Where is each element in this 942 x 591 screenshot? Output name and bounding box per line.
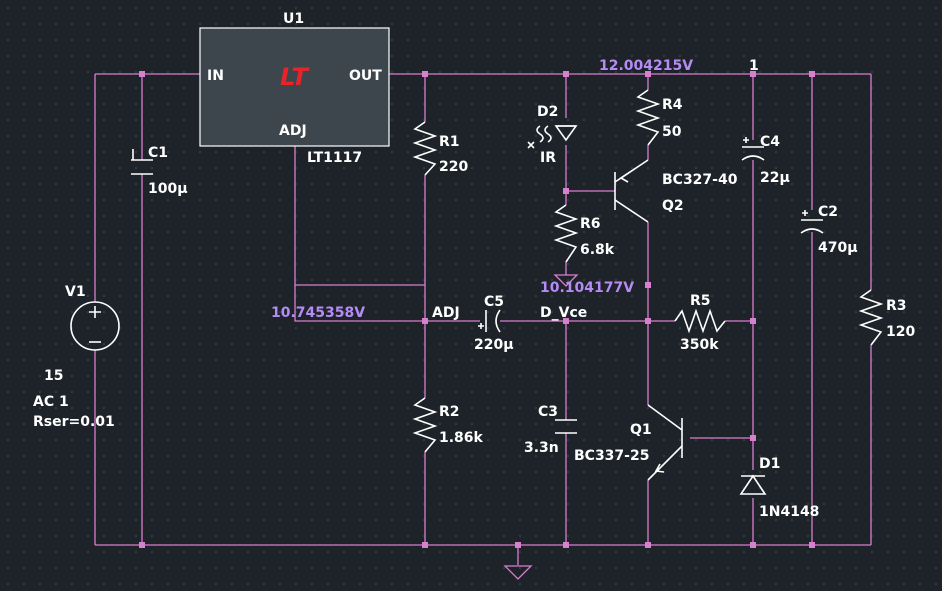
r3-value: 120 [886, 324, 915, 340]
r3-resistor[interactable]: R3 120 [858, 289, 915, 346]
u1-pin-in: IN [207, 68, 224, 84]
r6-ground-symbol [553, 274, 579, 287]
q2-transistor[interactable]: BC327-40 Q2 [614, 159, 738, 223]
u1-part: LT1117 [307, 150, 362, 166]
c5-ref: C5 [484, 294, 504, 310]
q1-value: BC337-25 [574, 448, 649, 464]
r4-value: 50 [662, 124, 682, 140]
d2-value: IR [540, 150, 556, 166]
c4-value: 22µ [760, 170, 790, 186]
u1-pin-out: OUT [349, 68, 382, 84]
c5-capacitor[interactable]: C5 220µ [474, 294, 514, 353]
c4-ref: C4 [760, 134, 780, 150]
net-label-adj: ADJ [432, 305, 460, 321]
r1-resistor[interactable]: R1 220 [412, 121, 468, 176]
wires [94, 73, 872, 565]
r1-ref: R1 [439, 134, 460, 150]
v1-ref: V1 [65, 284, 86, 300]
c2-capacitor[interactable]: C2 470µ [800, 204, 858, 256]
q2-value: BC327-40 [662, 172, 738, 188]
v1-voltage-source[interactable]: V1 15 AC 1 Rser=0.01 [33, 284, 120, 430]
r1-value: 220 [439, 159, 468, 175]
r6-value: 6.8k [580, 242, 615, 258]
q2-ref: Q2 [662, 198, 684, 214]
r2-ref: R2 [439, 404, 460, 420]
r6-resistor[interactable]: R6 6.8k [553, 204, 615, 263]
r5-resistor[interactable]: R5 350k [674, 293, 726, 353]
r5-value: 350k [680, 337, 719, 353]
r4-resistor[interactable]: R4 50 [635, 89, 683, 146]
r3-ref: R3 [886, 298, 907, 314]
net-label-1: 1 [749, 58, 759, 74]
c1-ref: C1 [148, 145, 168, 161]
d2-ref: D2 [537, 104, 558, 120]
v1-rser: Rser=0.01 [33, 414, 115, 430]
r4-ref: R4 [662, 97, 683, 113]
voltage-out: 12.004215V [599, 58, 693, 74]
d2-diode[interactable]: D2 IR [527, 104, 578, 166]
q1-ref: Q1 [630, 422, 652, 438]
v1-value: 15 [44, 368, 63, 384]
c4-capacitor[interactable]: C4 22µ [741, 134, 790, 186]
c2-ref: C2 [818, 204, 838, 220]
u1-regulator[interactable]: U1 IN OUT ADJ LT LT1117 [199, 11, 390, 166]
c3-value: 3.3n [524, 440, 559, 456]
c5-value: 220µ [474, 337, 514, 353]
c1-capacitor[interactable]: C1 100µ [131, 145, 188, 197]
r5-ref: R5 [690, 293, 711, 309]
d1-ref: D1 [759, 456, 780, 472]
d1-diode[interactable]: D1 1N4148 [739, 456, 819, 520]
u1-pin-adj: ADJ [279, 123, 307, 139]
lt-logo: LT [280, 63, 309, 91]
c3-ref: C3 [538, 404, 558, 420]
c2-value: 470µ [818, 240, 858, 256]
c3-capacitor[interactable]: C3 3.3n [524, 404, 577, 456]
d1-value: 1N4148 [759, 504, 819, 520]
v1-ac: AC 1 [33, 394, 69, 410]
q1-transistor[interactable]: Q1 BC337-25 [574, 404, 683, 481]
r6-ref: R6 [580, 216, 601, 232]
voltage-adj: 10.745358V [271, 305, 365, 321]
net-label-d-vce: D_Vce [540, 305, 587, 321]
r2-value: 1.86k [439, 430, 484, 446]
junctions [139, 71, 815, 548]
voltage-d-vce: 10.104177V [540, 280, 634, 296]
u1-ref: U1 [283, 11, 304, 27]
ground-symbol [503, 565, 533, 580]
c1-value: 100µ [148, 181, 188, 197]
r2-resistor[interactable]: R2 1.86k [412, 397, 484, 453]
